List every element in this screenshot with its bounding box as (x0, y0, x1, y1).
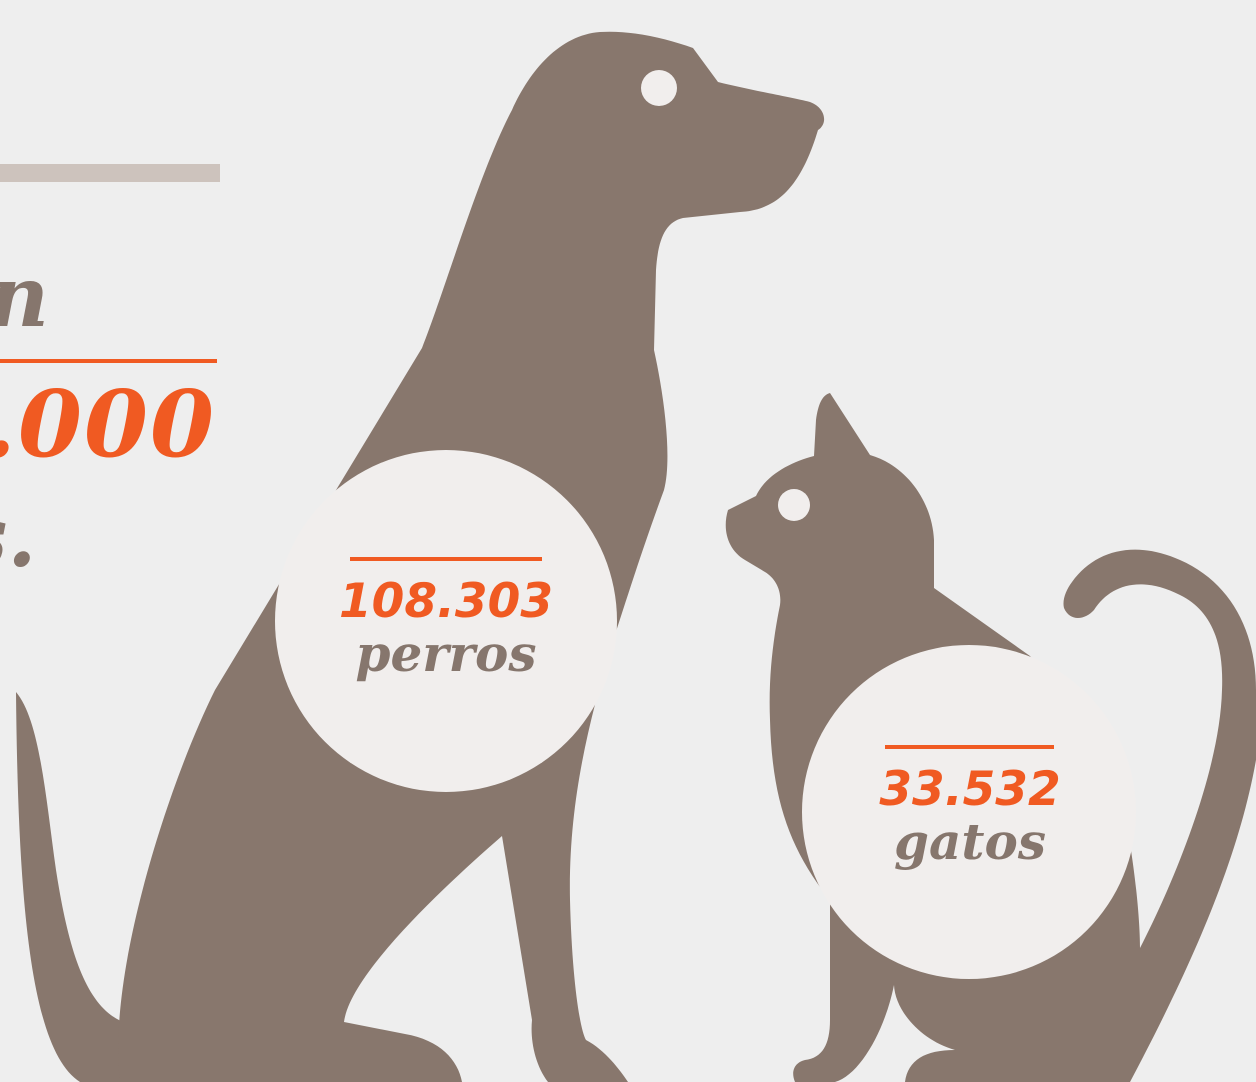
dog-label: perros (355, 624, 537, 683)
headline-number: .000 (0, 370, 216, 478)
dog-stat: 108.303 perros (316, 578, 576, 679)
cat-eye-icon (778, 489, 810, 521)
dog-stat-circle (275, 450, 617, 792)
headline-tail: s. (0, 487, 37, 586)
dog-stat-rule (350, 557, 542, 561)
decorative-bar (0, 164, 220, 182)
dog-eye-icon (641, 70, 677, 106)
tail-silhouette-icon (16, 692, 140, 1082)
cat-label: gatos (894, 812, 1046, 871)
headline-underline (0, 359, 217, 363)
cat-count: 33.532 (879, 762, 1061, 817)
cat-stat-circle (802, 645, 1136, 979)
cat-stat: 33.532 gatos (840, 766, 1100, 867)
cat-stat-rule (885, 745, 1054, 749)
dog-count: 108.303 (338, 574, 554, 629)
headline-word: n (0, 255, 49, 339)
